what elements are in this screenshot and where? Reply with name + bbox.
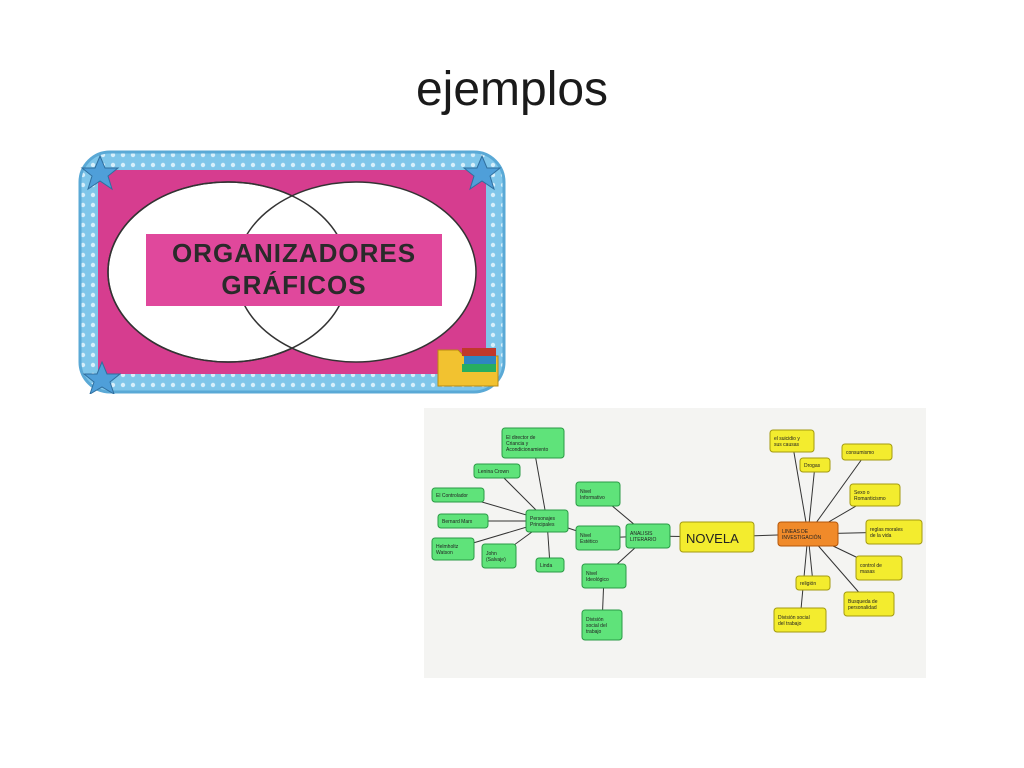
analysis-node-label: LITERARIO [630,537,657,543]
topic-node-label: Busqueda de [848,599,878,605]
analysis-node-label: ANALISIS [630,531,653,537]
center-node: NOVELA [679,521,755,553]
character-node-label: Bernard Marx [442,519,473,525]
topic-node-label: División social [778,615,810,621]
character-node-label: Criancia y [506,441,529,447]
division-node-label: División [586,617,604,623]
topic-node-label: reglas morales [870,527,903,533]
nivel-node-label: Informativo [580,495,605,501]
character-node-label: Helmholtz [436,544,459,550]
nivel-node-label: Nivel [586,571,597,577]
center-node-label: NOVELA [686,531,739,546]
character-node-label: Acondicionamiento [506,447,548,453]
nivel-node-label: Nivel [580,489,591,495]
topic-node: consumismo [841,443,893,461]
character-node: Linda [535,557,565,573]
topic-node-label: Sexo o [854,490,870,496]
topic-node-label: del trabajo [778,621,802,627]
personajes-node-label: Personajes [530,516,556,522]
folder-books-icon [437,348,499,387]
nivel-node-label: Ideológico [586,577,609,583]
division-node-label: social del [586,623,607,629]
topic-node: Drogas [799,457,831,473]
topic-node-label: sus causas [774,442,800,448]
topic-node-label: de la vida [870,533,892,539]
topic-node-label: control de [860,563,882,569]
connector-line [791,440,809,535]
personajes-node-label: Principales [530,522,555,528]
star-icon [80,154,120,191]
topic-node-label: Romanticismo [854,496,886,502]
character-node-label: Lenina Crown [478,469,509,475]
nivel-node-label: Nivel [580,533,591,539]
topic-node: religión [795,575,831,591]
character-node-label: John [486,551,497,557]
character-node: El Controlador [431,487,485,503]
character-node: John(Salvaje) [481,543,517,569]
connector-line [807,451,868,535]
character-node-label: El Controlador [436,493,468,499]
nivel-node-label: Estético [580,539,598,545]
banner-line2: GRÁFICOS [221,270,366,300]
character-node-label: Linda [540,563,552,569]
character-node: Lenina Crown [473,463,521,479]
character-node: Bernard Marx [437,513,489,529]
topic-node-label: personalidad [848,605,877,611]
division-node-label: trabajo [586,629,602,635]
slide-title: ejemplos [415,63,609,116]
topic-node-label: consumismo [846,450,874,456]
lines-node-label: INVESTIGACIÓN [782,534,822,541]
topic-node-label: masas [860,569,875,575]
lines-node-label: LINEAS DE [782,529,809,535]
star-icon [82,360,122,394]
star-icon [462,154,502,191]
organizadores-graficos-image: ORGANIZADORES GRÁFICOS [78,150,506,394]
topic-node-label: el suicidio y [774,436,800,442]
character-node-label: (Salvaje) [486,557,506,563]
banner-line1: ORGANIZADORES [172,238,416,268]
topic-node-label: Drogas [804,463,821,469]
character-node-label: Watson [436,550,453,556]
character-node-label: El director de [506,435,536,441]
topic-node-label: religión [800,581,816,587]
